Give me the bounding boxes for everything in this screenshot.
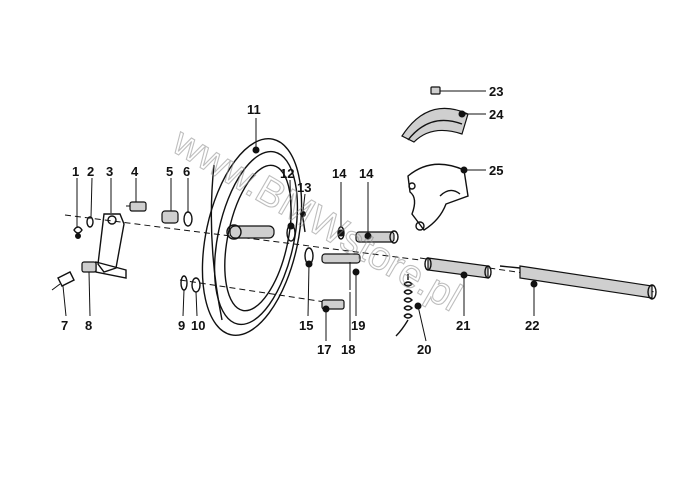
leader-lines — [62, 90, 535, 342]
callout-17: 17 — [317, 342, 331, 357]
callout-21: 21 — [456, 318, 470, 333]
part-8-nut — [81, 261, 97, 273]
callout-24: 24 — [489, 107, 504, 122]
callout-20: 20 — [417, 342, 431, 357]
part-25-brake-shoe — [407, 163, 469, 231]
part-13-spring-washer — [300, 211, 306, 233]
callout-12: 12 — [280, 166, 294, 181]
part-18-pin — [321, 253, 361, 290]
part-5-nut — [161, 210, 179, 224]
part-10-nut — [191, 277, 201, 293]
callout-25: 25 — [489, 163, 503, 178]
part-23-rivet — [430, 86, 441, 95]
callout-15: 14 — [359, 166, 374, 181]
callout-labels: 1 2 3 4 5 6 7 8 9 10 11 12 13 14 14 17 1… — [61, 84, 539, 357]
callout-3: 3 — [106, 164, 113, 179]
part-1-clip — [73, 226, 83, 239]
callout-11: 11 — [247, 102, 261, 117]
callout-14-upper: 14 — [332, 166, 347, 181]
callout-6: 6 — [183, 164, 190, 179]
part-4-bolt — [126, 201, 147, 212]
part-24-brake-lining — [401, 107, 469, 143]
callout-14-lower: 15 — [299, 318, 313, 333]
callout-19: 19 — [351, 318, 365, 333]
callout-22: 22 — [525, 318, 539, 333]
callout-dots — [287, 110, 538, 313]
callout-10: 10 — [191, 318, 205, 333]
callout-9: 9 — [178, 318, 185, 333]
callout-4: 4 — [131, 164, 139, 179]
part-19-pin — [352, 268, 360, 276]
callout-18: 18 — [341, 342, 355, 357]
part-3-brake-lever — [95, 213, 127, 279]
watermark-text: www.BMWstore.pl — [165, 119, 469, 320]
callout-5: 5 — [166, 164, 173, 179]
part-20-return-spring — [395, 274, 413, 337]
part-21-tube — [424, 257, 492, 279]
part-9-washer — [180, 275, 188, 291]
callout-8: 8 — [85, 318, 92, 333]
part-6-washer — [183, 211, 193, 227]
callout-23: 23 — [489, 84, 503, 99]
part-2-washer — [86, 216, 94, 228]
callout-1: 1 — [72, 164, 79, 179]
assembly-axis-lines — [64, 214, 656, 306]
callout-2: 2 — [87, 164, 94, 179]
part-11-brake-plate — [201, 138, 303, 336]
callout-7: 7 — [61, 318, 68, 333]
part-22-axle-shaft — [499, 265, 657, 300]
part-7-nipple — [51, 271, 75, 291]
callout-13: 13 — [297, 180, 311, 195]
